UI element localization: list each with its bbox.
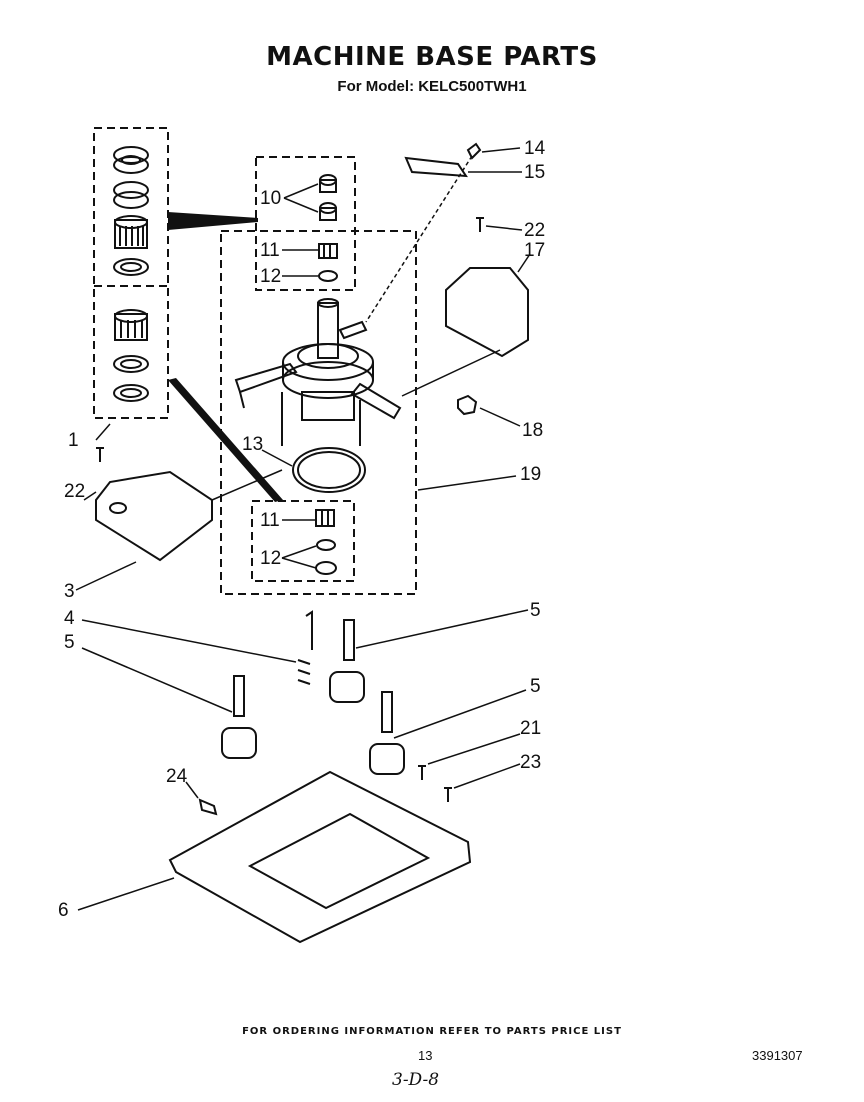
screw-22-left: [96, 447, 104, 462]
right-cover-plate: [445, 267, 529, 358]
callout-22-left: 22: [64, 481, 85, 502]
callout-23: 23: [520, 752, 541, 773]
seal-ring: [292, 447, 366, 493]
document-number: 3391307: [752, 1048, 803, 1063]
callout-5-right-upper: 5: [530, 600, 541, 621]
transmission-box: [220, 230, 417, 595]
callout-22-right: 22: [524, 220, 545, 241]
nut: [457, 394, 478, 416]
bearing-kit-box: [93, 127, 169, 419]
callout-4: 4: [64, 608, 75, 629]
upper-bearing-box: [255, 156, 356, 291]
callout-5-right-lower: 5: [530, 676, 541, 697]
spring: [297, 610, 313, 685]
callout-18: 18: [522, 420, 543, 441]
machine-base-plate: [168, 770, 472, 944]
left-cover-plate: [95, 470, 213, 562]
screw-22-right: [476, 217, 484, 232]
model-subtitle: For Model: KELC500TWH1: [337, 78, 527, 95]
callout-11-upper: 11: [260, 240, 280, 261]
callout-21: 21: [520, 718, 541, 739]
callout-1: 1: [68, 430, 79, 451]
callout-13: 13: [242, 434, 263, 455]
screw-23: [444, 787, 452, 802]
callout-6: 6: [58, 900, 69, 921]
page-title: MACHINE BASE PARTS: [266, 42, 598, 72]
shaft-hub: [282, 298, 374, 399]
callout-19: 19: [520, 464, 541, 485]
callout-17: 17: [524, 240, 545, 261]
kit-connector-upper: [168, 212, 258, 230]
callout-12-upper: 12: [260, 266, 281, 287]
transmission-frame: [234, 320, 402, 446]
leader-lines: [75, 147, 531, 911]
kit-connector-lower: [168, 378, 283, 502]
dampers: [221, 619, 405, 775]
callout-12-lower: 12: [260, 548, 281, 569]
callout-11-lower: 11: [260, 510, 280, 531]
callout-labels: 1 22 3 4 5 6 10 11 12 13 11 12 14 15 22 …: [58, 138, 546, 921]
ordering-info: FOR ORDERING INFORMATION REFER TO PARTS …: [242, 1026, 622, 1037]
callout-15: 15: [524, 162, 545, 183]
callout-24: 24: [166, 766, 188, 787]
screw-14: [466, 142, 482, 160]
handwritten-note: 3-D-8: [392, 1070, 440, 1090]
screw-21: [418, 765, 426, 780]
callout-14: 14: [524, 138, 546, 159]
clip: [198, 798, 218, 816]
callout-3: 3: [64, 581, 75, 602]
callout-5-left: 5: [64, 632, 75, 653]
page-number: 13: [418, 1048, 433, 1063]
bracket: [404, 156, 468, 178]
callout-10: 10: [260, 188, 281, 209]
